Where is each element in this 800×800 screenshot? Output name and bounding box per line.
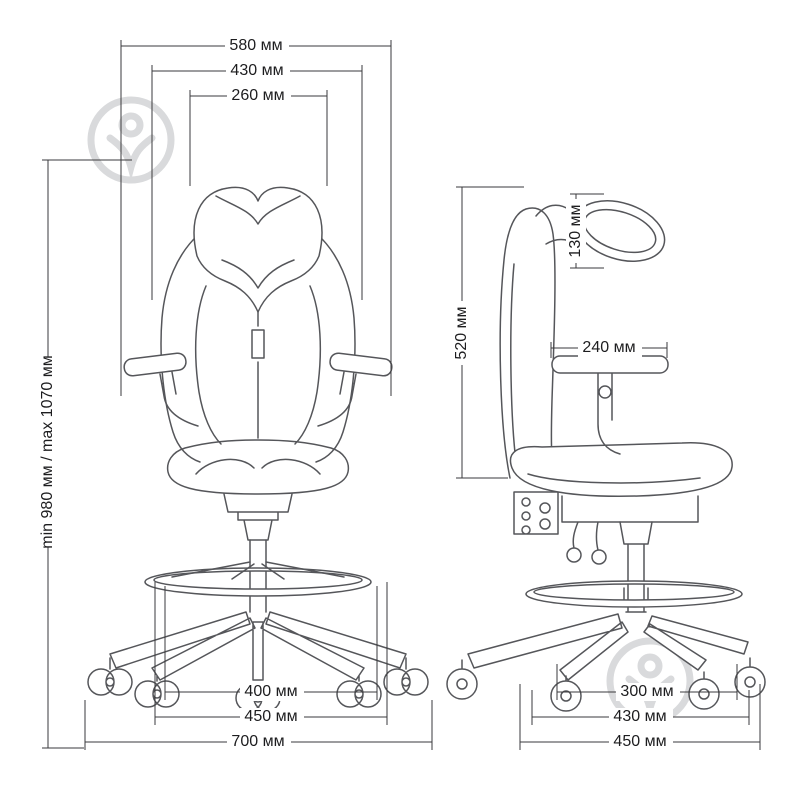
backrest xyxy=(499,207,556,479)
watermark-circle-icon xyxy=(87,96,175,184)
dim-label-side-bottom-mid: 430 мм xyxy=(613,708,666,725)
dim-front-bottom-mid: 450 мм xyxy=(154,582,388,726)
dim-label-side-bottom-inner: 300 мм xyxy=(620,683,673,700)
dim-side-back-height: 520 мм xyxy=(452,186,524,479)
gas-lift-shaft xyxy=(249,539,267,613)
watermark-anchor-icon xyxy=(106,112,156,181)
dim-label-side-armrest-length: 240 мм xyxy=(582,339,635,356)
brand-watermark-top-left xyxy=(87,96,175,184)
front-view-dimensions: 580 мм 430 мм 260 мм min 980 мм / max 10… xyxy=(38,37,433,751)
dim-side-bottom-outer: 450 мм xyxy=(519,684,761,751)
chair-front-view xyxy=(87,186,429,712)
label-background xyxy=(227,87,291,105)
dim-label-side-bottom-outer: 450 мм xyxy=(613,733,666,750)
label-background xyxy=(240,708,304,726)
dim-front-bottom-outer: 700 мм xyxy=(84,700,433,751)
foot-ring xyxy=(144,567,372,597)
label-background xyxy=(226,62,290,80)
dim-label-front-height-range: min 980 мм / max 1070 мм xyxy=(39,355,56,548)
label-background xyxy=(609,733,673,751)
gas-lift-column xyxy=(619,521,653,613)
label-background xyxy=(609,708,673,726)
dim-side-bottom-inner: 300 мм xyxy=(556,664,738,701)
seat-cushion xyxy=(166,439,350,495)
seat-contours xyxy=(195,458,321,475)
seat-contour xyxy=(527,473,701,484)
base-legs xyxy=(109,611,407,682)
chair-side-view xyxy=(446,200,766,712)
label-background xyxy=(616,683,680,701)
armrest-support xyxy=(597,372,621,455)
mounting-plate xyxy=(513,491,559,535)
dim-label-front-top-outer: 580 мм xyxy=(229,37,282,54)
base-legs xyxy=(461,613,751,682)
backrest-contour xyxy=(510,263,517,463)
label-background xyxy=(38,357,58,547)
seat-cushion xyxy=(509,442,733,498)
dim-label-front-bottom-outer: 700 мм xyxy=(231,733,284,750)
armrest-supports xyxy=(159,371,357,427)
label-background xyxy=(578,339,642,357)
label-background xyxy=(227,733,291,751)
dim-label-front-bottom-mid: 450 мм xyxy=(244,708,297,725)
dim-label-front-bottom-inner: 400 мм xyxy=(244,683,297,700)
casters xyxy=(446,666,766,712)
dim-label-side-back-height: 520 мм xyxy=(453,306,470,359)
headrest xyxy=(193,186,323,313)
dim-front-height-range: min 980 мм / max 1070 мм xyxy=(38,159,132,749)
dim-side-bottom-mid: 430 мм xyxy=(531,690,750,726)
dim-label-front-top-mid: 430 мм xyxy=(230,62,283,79)
foot-ring xyxy=(525,580,743,608)
label-background xyxy=(225,37,289,55)
dim-side-headrest-height: 130 мм xyxy=(566,193,604,269)
armrest-pad-right xyxy=(329,352,393,377)
dim-label-front-top-inner: 260 мм xyxy=(231,87,284,104)
dim-front-top-outer: 580 мм xyxy=(120,37,392,396)
dim-front-top-mid: 430 мм xyxy=(151,62,363,300)
armrest-pad-left xyxy=(123,352,187,377)
seat-mechanism xyxy=(561,495,699,565)
label-background xyxy=(452,301,472,365)
label-background xyxy=(566,199,586,263)
dim-front-bottom-inner: 400 мм xyxy=(164,586,378,701)
foot-ring-spokes xyxy=(171,561,345,580)
armrest-pad xyxy=(551,355,669,374)
dim-label-side-headrest-height: 130 мм xyxy=(567,204,584,257)
dim-front-top-inner: 260 мм xyxy=(189,87,328,186)
backrest-spine xyxy=(251,311,265,439)
headrest-contours xyxy=(215,195,301,289)
dim-side-armrest-length: 240 мм xyxy=(550,339,668,358)
label-background xyxy=(240,683,304,701)
seat-mechanism xyxy=(223,493,293,541)
side-view-dimensions: 520 мм 130 мм 240 мм 300 мм 430 мм 450 м… xyxy=(452,186,761,751)
